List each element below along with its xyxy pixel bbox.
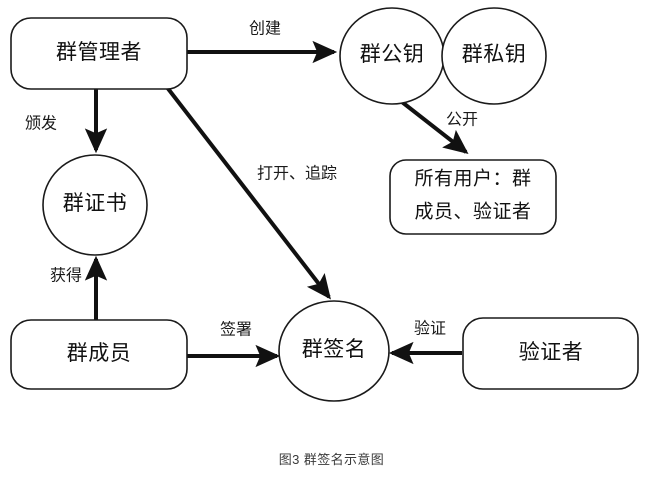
edge-create-label: 创建 xyxy=(249,20,281,38)
edge-obtain: 获得 xyxy=(50,255,108,320)
edge-obtain-label: 获得 xyxy=(50,267,82,285)
node-group-public-key[interactable]: 群公钥 xyxy=(339,7,445,105)
node-group-manager-label: 群管理者 xyxy=(56,40,142,64)
edge-sign-label: 签署 xyxy=(220,321,252,339)
node-group-public-key-label: 群公钥 xyxy=(360,42,425,66)
edge-verify: 验证 xyxy=(388,320,462,365)
edge-create: 创建 xyxy=(187,20,338,64)
node-group-signature-shape xyxy=(278,300,390,402)
node-group-private-key[interactable]: 群私钥 xyxy=(441,7,547,105)
edge-issue-label: 颁发 xyxy=(25,115,57,133)
node-group-certificate[interactable]: 群证书 xyxy=(42,154,148,256)
edge-issue: 颁发 xyxy=(25,89,108,154)
node-group-member-label: 群成员 xyxy=(67,341,132,365)
figure-caption: 图3 群签名示意图 xyxy=(278,452,385,467)
node-group-certificate-label: 群证书 xyxy=(63,191,128,215)
node-group-signature-label: 群签名 xyxy=(302,337,367,361)
node-verifier[interactable]: 验证者 xyxy=(462,317,639,390)
node-group-manager-shape xyxy=(10,17,188,90)
node-group-member-shape xyxy=(10,319,188,390)
edge-publish-line xyxy=(391,93,469,154)
node-group-manager[interactable]: 群管理者 xyxy=(10,17,188,90)
edge-open-trace: 打开、追踪 xyxy=(164,84,337,300)
edge-sign: 签署 xyxy=(187,321,281,368)
node-all-users-shape xyxy=(389,159,557,235)
node-all-users[interactable]: 所有用户：群 成员、验证者 xyxy=(389,159,557,235)
node-all-users-label-line2: 成员、验证者 xyxy=(414,200,531,222)
edge-open-trace-line xyxy=(164,84,331,300)
node-group-member[interactable]: 群成员 xyxy=(10,319,188,390)
edge-verify-label: 验证 xyxy=(414,320,446,338)
node-group-private-key-shape xyxy=(441,7,547,105)
node-verifier-shape xyxy=(462,317,639,390)
node-group-certificate-shape xyxy=(42,154,148,256)
node-verifier-label: 验证者 xyxy=(519,340,584,364)
edge-publish-label: 公开 xyxy=(446,112,478,129)
edge-open-trace-label: 打开、追踪 xyxy=(257,165,337,183)
node-all-users-label-line1: 所有用户：群 xyxy=(414,167,531,189)
node-group-private-key-label: 群私钥 xyxy=(462,42,527,66)
node-group-signature[interactable]: 群签名 xyxy=(278,300,390,402)
edge-publish: 公开 xyxy=(391,93,478,154)
